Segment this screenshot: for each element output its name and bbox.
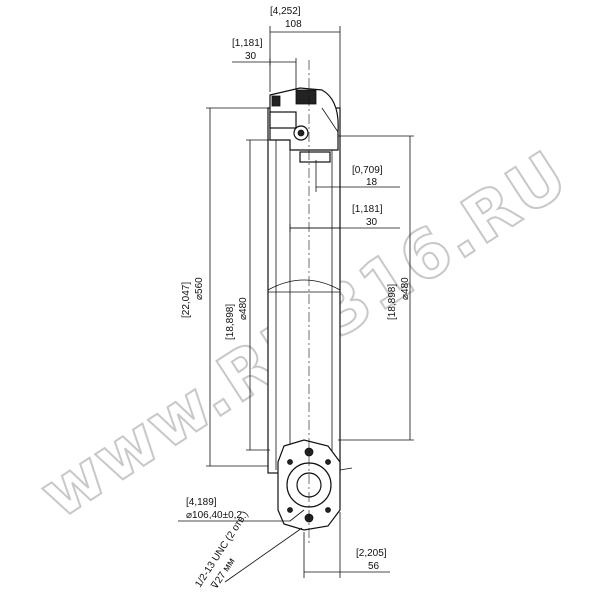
dim-right-mid-in: [1,181] <box>352 204 383 215</box>
hub-hole-bl <box>287 507 293 513</box>
dim-collar-in: [1,181] <box>232 38 263 49</box>
dim-bottom-width-mm: 56 <box>368 561 380 572</box>
main-tube <box>267 107 341 474</box>
housing-edge <box>321 107 339 133</box>
hub-flat-right <box>339 467 353 471</box>
hub-hole-right <box>325 459 331 465</box>
dim-right-len-in: [18,898] <box>387 284 398 320</box>
dim-overall-len-mm: ⌀560 <box>194 277 205 300</box>
dim-bolt-circle-mm: ⌀106,40±0,2 <box>186 510 242 521</box>
dim-top-width-in: [4,252] <box>270 6 301 17</box>
dim-collar-mm: 30 <box>245 51 257 62</box>
dim-inner-len-mm: ⌀480 <box>238 297 249 320</box>
top-flange <box>269 111 297 129</box>
top-bolt-core <box>297 129 305 137</box>
part-body <box>267 60 353 545</box>
dim-right-len-mm: ⌀480 <box>400 277 411 300</box>
dim-bolt-circle-in: [4,189] <box>186 497 217 508</box>
hub-hole-br <box>325 507 331 513</box>
dim-right-upper-in: [0,709] <box>352 165 383 176</box>
dim-inner-len-in: [18,898] <box>225 304 236 340</box>
top-left-stub <box>271 95 281 107</box>
dim-right-upper-mm: 18 <box>366 177 378 188</box>
dimension-lines <box>178 26 414 583</box>
dim-bottom-width-in: [2,205] <box>356 548 387 559</box>
top-nut <box>295 89 317 105</box>
top-housing <box>269 87 339 151</box>
hub-hole-left <box>287 459 293 465</box>
dim-right-mid-mm: 30 <box>366 217 378 228</box>
dim-overall-len-in: [22,047] <box>181 282 192 318</box>
side-plug <box>299 151 331 163</box>
tube-shoulder <box>267 279 341 291</box>
dim-top-width-mm: 108 <box>285 19 302 30</box>
